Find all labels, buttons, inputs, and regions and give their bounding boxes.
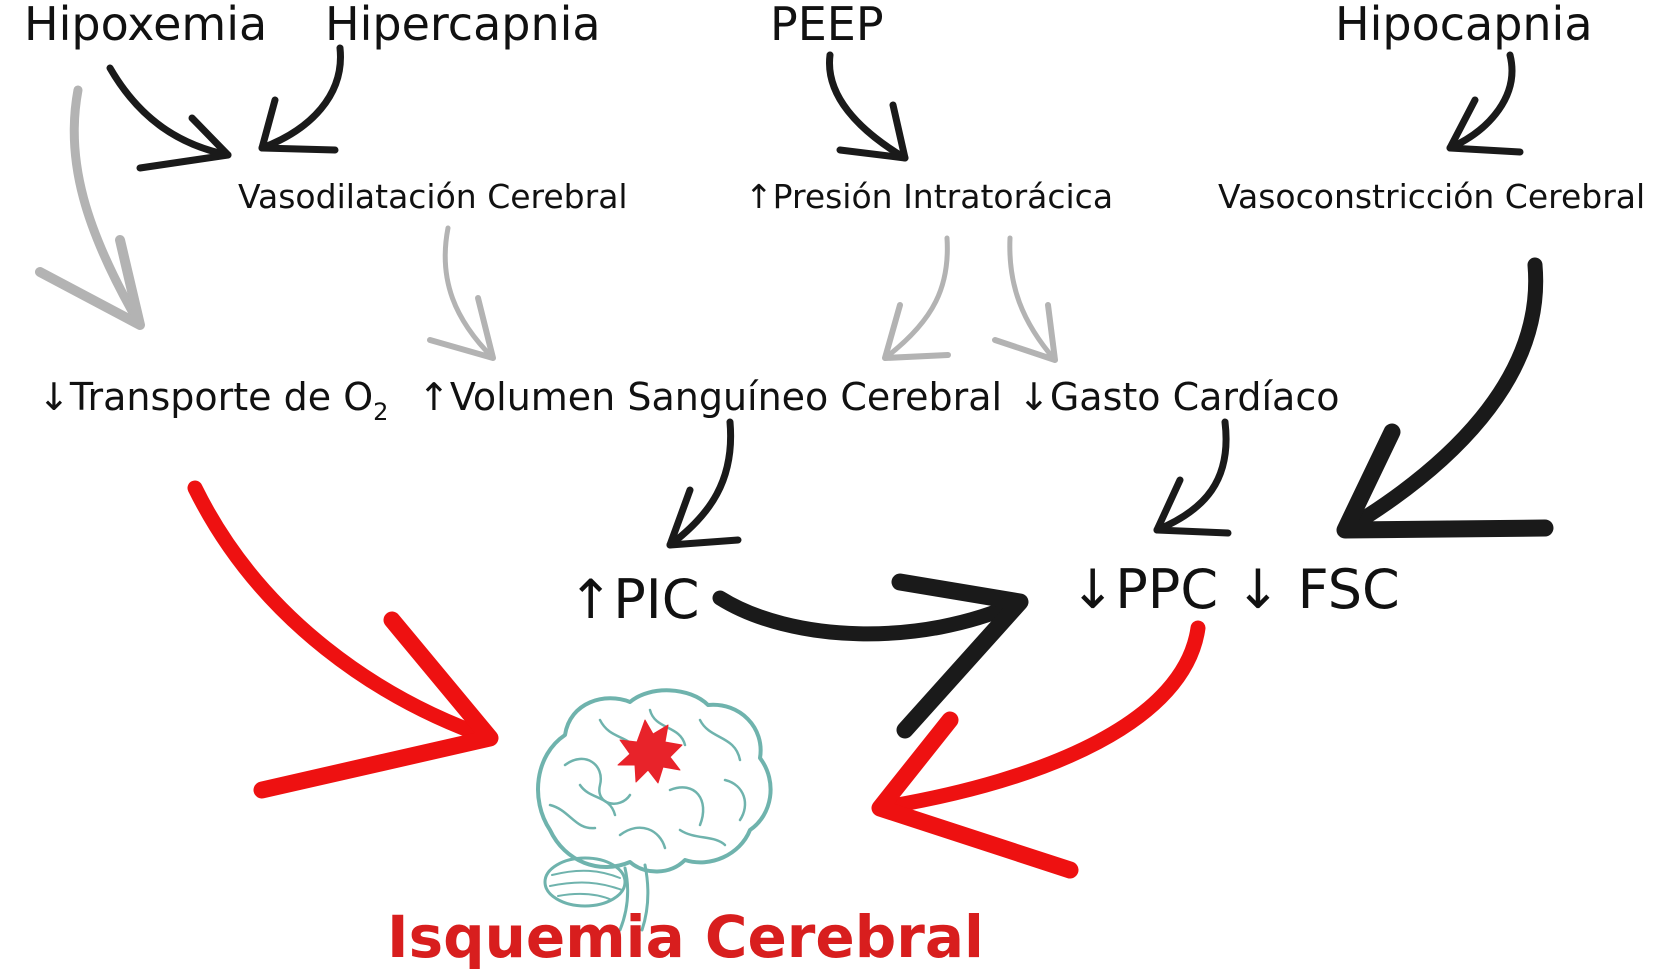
arrow-ppc-to-isquemia	[871, 620, 1206, 879]
gray-arrows	[35, 85, 1058, 363]
node-vasoconstriccion: Vasoconstricción Cerebral	[1218, 177, 1645, 216]
arrow-transporte-to-isquemia	[187, 480, 499, 799]
node-hipocapnia: Hipocapnia	[1335, 0, 1593, 51]
arrow-hipoxemia-to-transporte	[35, 85, 145, 330]
node-pic: ↑PIC	[568, 568, 699, 631]
arrow-presion-to-volumen	[882, 235, 951, 361]
transporte-subscript: 2	[373, 398, 388, 426]
arrows	[35, 44, 1554, 879]
node-presion-intratoracica: ↑Presión Intratorácica	[745, 177, 1113, 216]
dark-arrows	[106, 44, 1554, 739]
arrow-presion-to-gasto	[992, 235, 1058, 363]
node-gasto-cardiaco: ↓Gasto Cardíaco	[1018, 375, 1339, 419]
arrow-gasto-to-ppc	[1153, 418, 1232, 537]
transporte-label: ↓Transporte de O	[38, 375, 373, 419]
arrow-hipercapnia-to-vasodilatacion	[258, 44, 344, 154]
red-arrows	[187, 480, 1206, 879]
brain-stem	[618, 863, 650, 932]
brain-cerebellum	[543, 856, 627, 908]
arrow-hipocapnia-to-vasoconstriccion	[1446, 51, 1524, 156]
brain-cerebrum-outline	[536, 688, 773, 874]
node-hipercapnia: Hipercapnia	[325, 0, 601, 51]
arrow-volumen-to-pic	[666, 418, 742, 549]
arrow-vasodilatacion-to-volumen	[427, 225, 496, 361]
arrow-vasoconstriccion-to-fsc	[1336, 257, 1554, 539]
arrow-hipoxemia-to-vasodilatacion	[106, 64, 232, 172]
node-volumen-sanguineo: ↑Volumen Sanguíneo Cerebral	[418, 375, 1002, 419]
node-vasodilatacion: Vasodilatación Cerebral	[238, 177, 628, 216]
node-ppc-fsc: ↓PPC ↓ FSC	[1070, 558, 1400, 621]
node-peep: PEEP	[770, 0, 884, 51]
node-transporte-o2: ↓Transporte de O2	[38, 375, 388, 426]
brain-icon	[536, 688, 773, 932]
ischemia-burst-icon	[617, 719, 683, 784]
cerebellum-folds	[549, 869, 623, 901]
arrow-pic-to-ppc	[712, 573, 1029, 739]
node-hipoxemia: Hipoxemia	[24, 0, 267, 51]
node-isquemia-cerebral: Isquemia Cerebral	[387, 903, 984, 971]
arrow-peep-to-presion	[826, 51, 909, 162]
